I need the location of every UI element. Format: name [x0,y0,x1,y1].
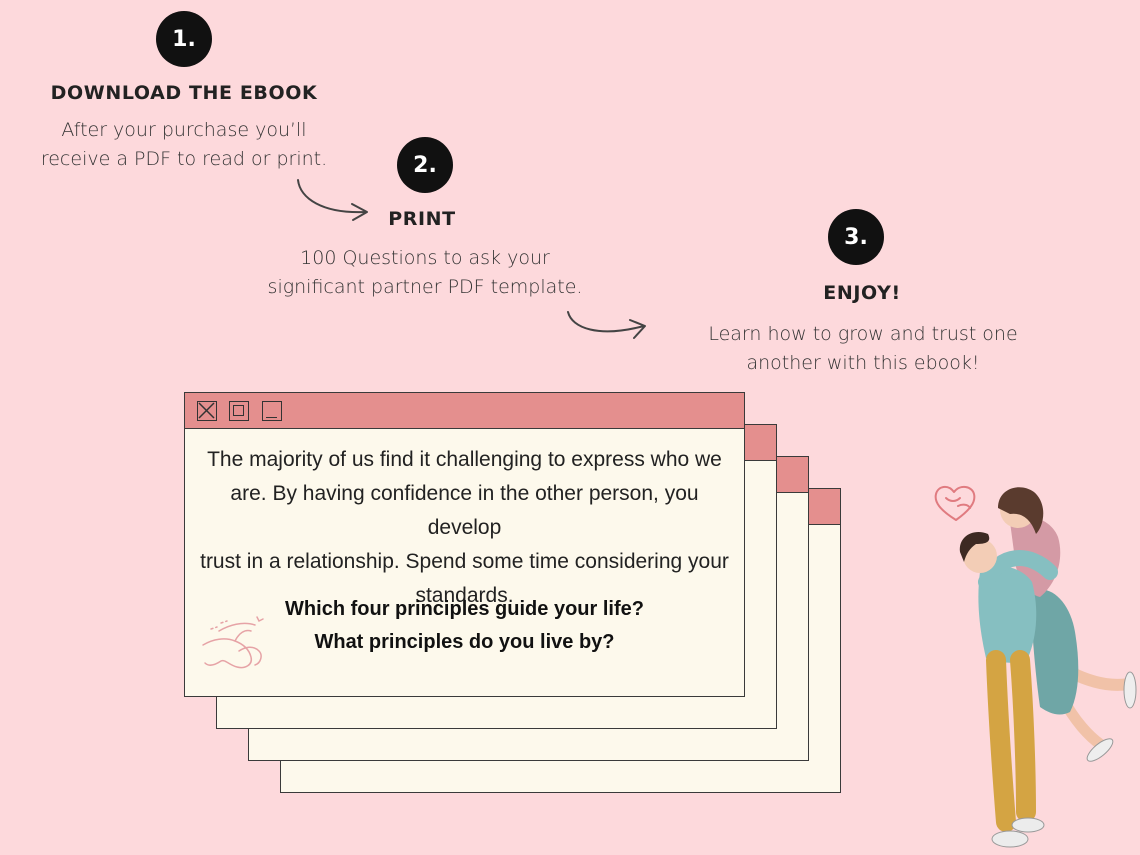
couple-illustration [959,487,1137,848]
step-2-desc-line-1: 100 Questions to ask your [300,247,550,269]
window-titlebar [185,393,744,429]
step-3-desc-line-2: another with this ebook! [746,352,980,374]
main-window: The majority of us find it challenging t… [184,392,745,697]
question-2: What principles do you live by? [314,631,615,653]
close-icon[interactable] [197,401,217,421]
step-2-title: PRINT [388,208,456,230]
body-line-4: standards. [415,584,514,607]
step-3-desc-line-1: Learn how to grow and trust one [708,323,1018,345]
step-2-number: 2. [413,152,437,178]
questions: Which four principles guide your life? W… [185,593,744,659]
heart-hands-icon [934,486,976,521]
step-2-desc-line-2: significant partner PDF template. [267,276,583,298]
step-3-description: Learn how to grow and trust one another … [680,320,1046,378]
step-1-number: 1. [172,26,196,52]
body-line-1: The majority of us find it challenging t… [207,448,722,471]
step-3-title: ENJOY! [823,282,901,304]
step-2-description: 100 Questions to ask your significant pa… [240,244,610,302]
question-1: Which four principles guide your life? [285,598,644,620]
step-1-desc-line-1: After your purchase you’ll [61,119,307,141]
step-1-title: DOWNLOAD THE EBOOK [50,82,318,104]
arrow-icon [297,179,368,221]
step-3-badge: 3. [828,209,884,265]
minimize-icon[interactable] [262,401,282,421]
pinky-promise-icon [202,616,264,669]
window-body-text: The majority of us find it challenging t… [185,443,744,613]
step-2-badge: 2. [397,137,453,193]
step-1-badge: 1. [156,11,212,67]
body-line-2: are. By having confidence in the other p… [230,482,699,539]
step-1-description: After your purchase you’ll receive a PDF… [0,116,368,174]
body-line-3: trust in a relationship. Spend some time… [200,550,729,573]
step-3-number: 3. [844,224,868,250]
arrow-icon [567,311,646,339]
step-1-desc-line-2: receive a PDF to read or print. [40,148,328,170]
maximize-icon[interactable] [229,401,249,421]
